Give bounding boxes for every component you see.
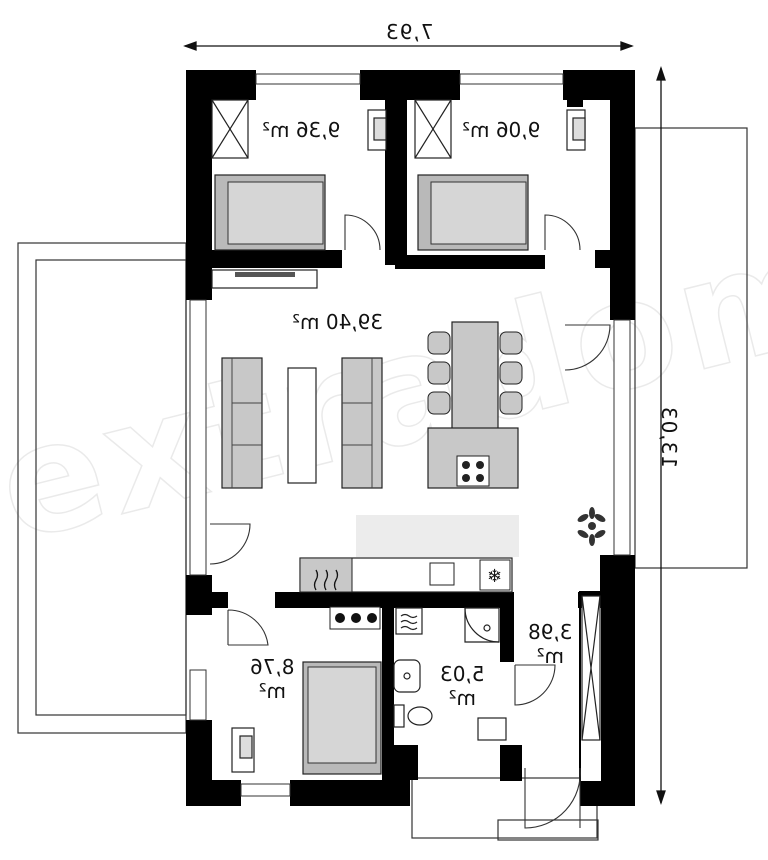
windows [189, 73, 631, 797]
kitchen-floor [356, 515, 519, 557]
terrace-left-inner [35, 259, 187, 716]
sofas [221, 357, 383, 489]
entrance-step [411, 777, 598, 839]
bathroom-area-unit: m² [448, 686, 477, 710]
height-dimension: 13,03 [657, 405, 682, 469]
coffee-table [287, 367, 317, 484]
dining [427, 321, 523, 489]
doors [209, 214, 611, 829]
desks [231, 109, 586, 773]
bedroom-3-area-value: 8,76 [250, 655, 295, 679]
bathroom-fixtures [393, 607, 507, 741]
width-dimension: 7,93 [385, 20, 434, 44]
bedroom-3-area-unit: m² [258, 679, 287, 703]
living-room-area: 39,40 m² [292, 310, 384, 334]
kitchen-counter: ❄ [299, 557, 513, 593]
svg-text:❄: ❄ [487, 566, 502, 587]
bedroom-3-area: 8,76 m² [250, 655, 295, 703]
entrance-step-lower [497, 819, 599, 841]
bathroom-area: 5,03 m² [440, 662, 485, 710]
wardrobes [211, 99, 601, 741]
plant-icon [577, 507, 606, 546]
bedroom-1-area: 9,36 m² [262, 118, 341, 142]
bathroom-area-value: 5,03 [440, 662, 485, 686]
terrace-right [634, 127, 748, 569]
hall-area-value: 3,98 [528, 620, 573, 644]
bedroom-2-area: 9,06 m² [462, 118, 541, 142]
tv [235, 272, 295, 277]
beds [214, 174, 529, 775]
terrace-left [17, 242, 187, 734]
hall-area-unit: m² [536, 644, 565, 668]
dimension-lines [183, 41, 666, 806]
terraces [17, 127, 748, 841]
hall-area: 3,98 m² [528, 620, 573, 668]
